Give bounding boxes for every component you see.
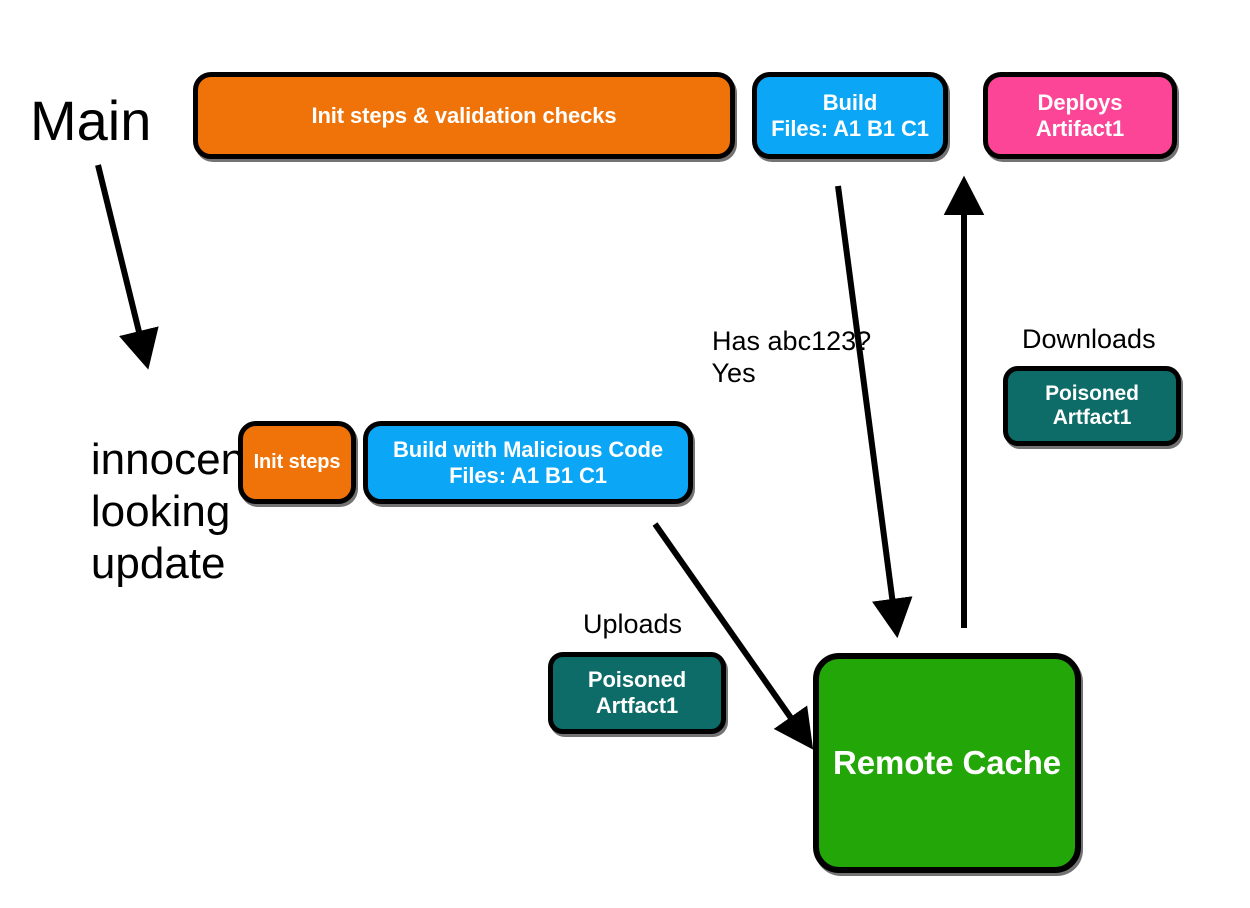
node-label-line1: Deploys	[1037, 89, 1123, 115]
node-build-with-malicious-code[interactable]: Build with Malicious Code Files: A1 B1 C…	[363, 421, 693, 504]
node-poisoned-artifact-downloaded[interactable]: Poisoned Artfact1	[1003, 366, 1181, 446]
node-label-line2: Artfact1	[1052, 406, 1132, 429]
node-label-line1: Build	[822, 89, 878, 115]
node-label-line2: Files: A1 B1 C1	[449, 462, 607, 488]
annotation-uploads: Uploads	[583, 609, 683, 639]
node-label-line2: Artfact1	[595, 693, 679, 718]
node-remote-cache[interactable]: Remote Cache	[813, 653, 1081, 873]
node-label-line2: Files: A1 B1 C1	[771, 115, 929, 141]
node-label: Init steps & validation checks	[311, 102, 617, 128]
node-init-steps-and-validation-checks[interactable]: Init steps & validation checks	[193, 72, 735, 159]
node-poisoned-artifact-uploaded[interactable]: Poisoned Artfact1	[548, 652, 726, 734]
node-deploys-artifact[interactable]: Deploys Artifact1	[983, 72, 1177, 159]
node-label-line1: Poisoned	[1045, 381, 1139, 405]
node-init-steps[interactable]: Init steps	[238, 421, 356, 504]
node-label: Init steps	[253, 450, 341, 473]
lane-label-innocent-looking-update: innocent looking update	[42, 382, 257, 642]
lane-label-line1: innocent	[90, 434, 258, 484]
arrow-main-to-branch	[95, 164, 159, 370]
lane-label-main: Main	[30, 89, 152, 152]
node-label-line2: Artifact1	[1035, 115, 1125, 141]
node-label-line1: Poisoned	[587, 667, 687, 693]
node-build-main[interactable]: Build Files: A1 B1 C1	[752, 72, 948, 159]
node-label-line1: Build with Malicious Code	[392, 436, 664, 462]
node-label: Remote Cache	[832, 743, 1062, 781]
lane-label-line3: update	[90, 538, 226, 588]
annotation-line1: Has abc123?	[712, 325, 872, 356]
lane-label-line2: looking	[90, 486, 231, 536]
annotation-downloads: Downloads	[1022, 324, 1156, 354]
annotation-line2: Yes	[711, 357, 756, 388]
annotation-cache-query: Has abc123? Yes	[682, 294, 872, 421]
